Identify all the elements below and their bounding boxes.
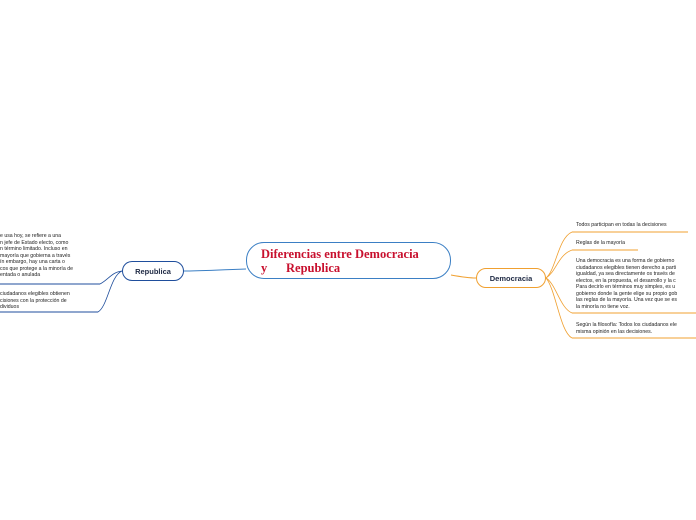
central-topic-title: Diferencias entre Democracia y Republica — [261, 246, 419, 275]
topic-republica-label: Republica — [135, 266, 171, 276]
democracia-subtopic-4[interactable]: Según la filosofía: Todos los ciudadanos… — [576, 322, 677, 335]
central-topic[interactable]: Diferencias entre Democracia y Republica — [246, 242, 451, 279]
democracia-subtopic-1[interactable]: Todos participan en todas la decisiones — [576, 222, 667, 228]
connector-republica-item-2 — [97, 270, 123, 313]
topic-republica[interactable]: Republica — [122, 261, 184, 281]
connector-central-republica — [183, 268, 247, 272]
democracia-subtopic-2[interactable]: Reglas de la mayoría — [576, 240, 626, 246]
connector-democracia-item-2 — [545, 249, 573, 279]
connector-democracia-item-3 — [545, 277, 573, 314]
republica-subtopic-1[interactable]: e usa hoy, se refiere a una n jefe de Es… — [0, 233, 73, 278]
connector-democracia-item-1 — [545, 231, 573, 279]
connector-republica-item-1 — [99, 270, 123, 285]
democracia-subtopic-3[interactable]: Una democracia es una forma de gobierno … — [576, 258, 678, 310]
topic-democracia[interactable]: Democracia — [476, 268, 546, 288]
topic-democracia-label: Democracia — [489, 273, 533, 283]
connector-central-democracia — [450, 274, 477, 279]
republica-subtopic-2[interactable]: ciudadanos elegibles obtienen cisiones c… — [0, 291, 70, 310]
connector-democracia-item-4 — [545, 277, 573, 339]
